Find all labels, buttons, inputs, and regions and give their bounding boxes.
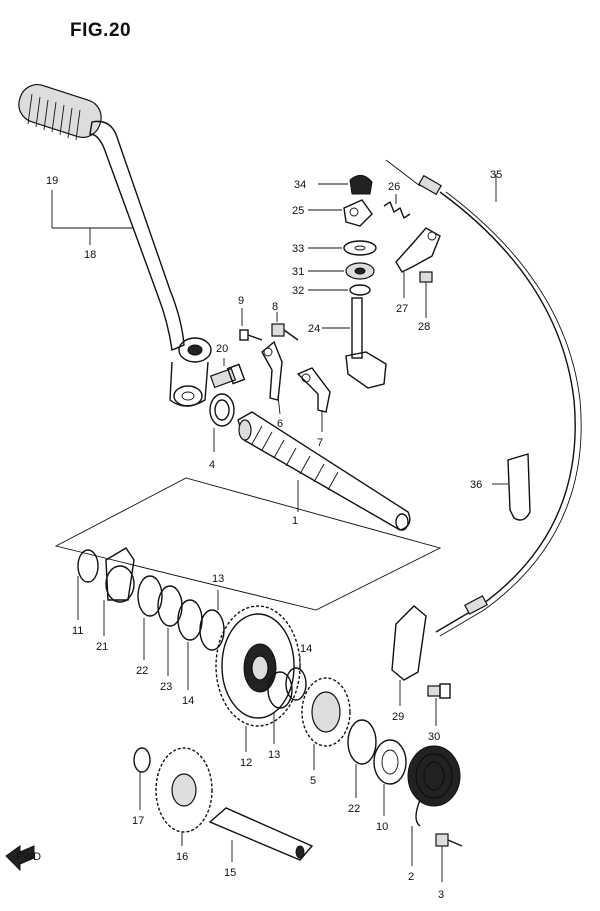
callout-1: 1: [292, 515, 298, 527]
callout-29: 29: [392, 711, 404, 723]
forward-arrow: FWD: [5, 845, 41, 872]
callout-18: 18: [84, 249, 96, 261]
callout-7: 7: [317, 437, 323, 449]
callout-13a: 13: [212, 573, 224, 585]
nut-31: [308, 262, 375, 280]
washer-22b: [347, 719, 377, 798]
callouts: 1 2 3 4 5 6 7 8 9 10 11 12 13 13 14 14 1…: [46, 169, 502, 901]
callout-25: 25: [292, 205, 304, 217]
callout-13b: 13: [268, 749, 280, 761]
callout-11: 11: [72, 625, 83, 637]
figure-title: FIG.20: [70, 20, 132, 41]
callout-5: 5: [310, 775, 316, 787]
idle-gear-16: [155, 747, 213, 846]
callout-6: 6: [277, 418, 283, 430]
bolt-3: [435, 833, 463, 882]
callout-36: 36: [470, 479, 482, 491]
callout-32: 32: [292, 285, 304, 297]
callout-12: 12: [240, 757, 252, 769]
callout-15: 15: [224, 867, 236, 879]
leader-lines: [51, 190, 134, 245]
callout-24: 24: [308, 323, 320, 335]
callout-9: 9: [238, 295, 244, 307]
bolt-9: [239, 308, 263, 341]
circlip-17: [133, 747, 151, 810]
kick-lever: [18, 84, 212, 407]
bracket-6: [261, 340, 283, 415]
kick-starter-shaft: [237, 411, 411, 531]
bracket-29: [391, 605, 427, 706]
callout-21: 21: [96, 641, 108, 653]
callout-20: 20: [216, 343, 228, 355]
bolt-30: [427, 683, 451, 726]
bracket-36: [492, 453, 531, 521]
callout-2: 2: [408, 871, 414, 883]
gear-12: [215, 605, 301, 752]
cap-34: [318, 175, 373, 195]
callout-34: 34: [294, 179, 306, 191]
callout-30: 30: [428, 731, 440, 743]
bolt-28: [419, 271, 433, 318]
spring-2: [407, 745, 461, 866]
callout-19: 19: [46, 175, 58, 187]
callout-16: 16: [176, 851, 188, 863]
callout-33: 33: [292, 243, 304, 255]
callout-28: 28: [418, 321, 430, 333]
bolt-20: [209, 358, 246, 389]
callout-35: 35: [490, 169, 502, 181]
spring-guide-21: [103, 547, 135, 636]
washer-10: [373, 739, 407, 816]
callout-26: 26: [388, 181, 400, 193]
bolt-8: [271, 312, 299, 341]
callout-23: 23: [160, 681, 172, 693]
drive-gear-5: [301, 677, 351, 770]
callout-10: 10: [376, 821, 388, 833]
bracket-7: [296, 367, 331, 432]
cable-35: [385, 159, 582, 637]
circlip-13a: [199, 590, 225, 651]
circlip-11: [77, 549, 99, 620]
washer-33: [308, 240, 377, 256]
assembly-outline: [54, 477, 442, 611]
washer-22a: [137, 575, 163, 660]
callout-27: 27: [396, 303, 408, 315]
callout-4: 4: [209, 459, 215, 471]
callout-17: 17: [132, 815, 144, 827]
oil-seal-4: [209, 393, 235, 452]
spring-26: [383, 194, 411, 220]
lever-25: [308, 199, 373, 227]
callout-22a: 22: [136, 665, 148, 677]
lever-27: [395, 227, 441, 298]
callout-14b: 14: [300, 643, 312, 655]
shaft-24: [322, 297, 387, 389]
circlip-13b: [267, 671, 293, 744]
callout-3: 3: [438, 889, 444, 901]
callout-8: 8: [272, 301, 278, 313]
washer-32: [308, 284, 371, 296]
washer-14b: [285, 656, 307, 701]
shaft-15: [208, 807, 314, 862]
callout-31: 31: [292, 266, 304, 278]
callout-22b: 22: [348, 803, 360, 815]
callout-14a: 14: [182, 695, 194, 707]
forward-arrow-label: FWD: [16, 851, 41, 863]
